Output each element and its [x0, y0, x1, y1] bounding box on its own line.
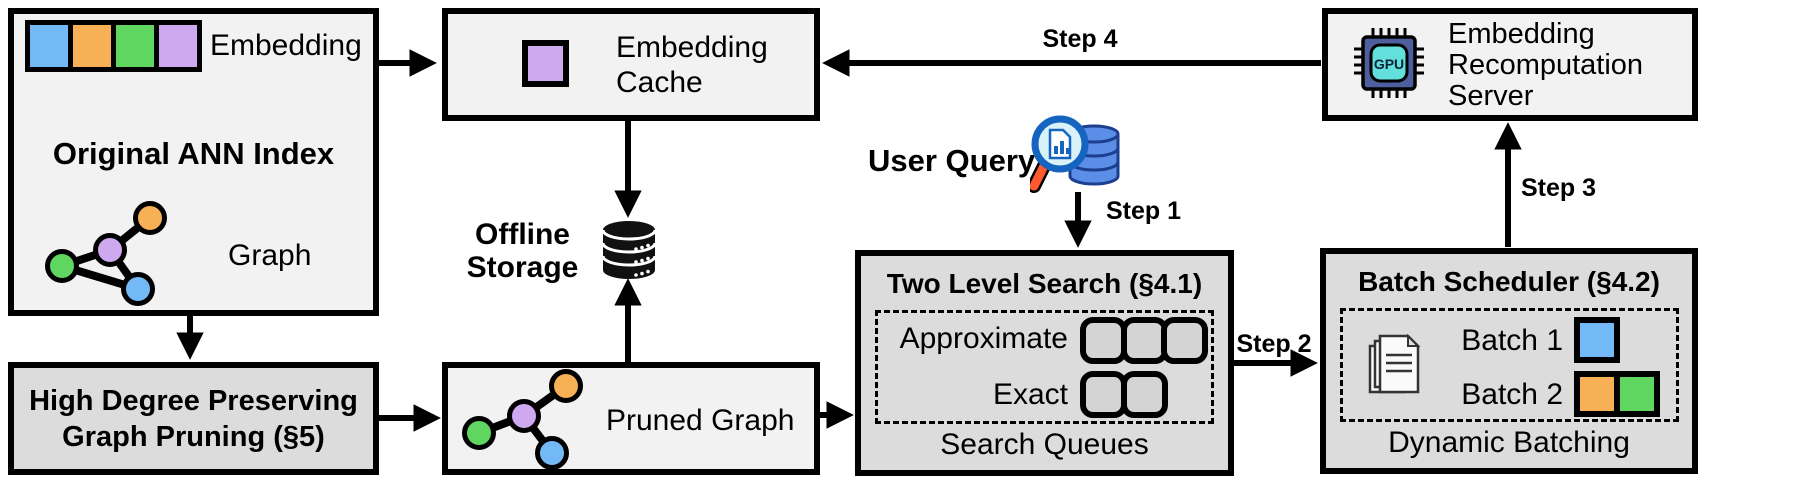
batching-panel: Batch 1 Batch 2 — [1340, 308, 1679, 422]
two-level-search-box: Two Level Search (§4.1) Approximate Exac… — [855, 250, 1234, 476]
step-4-label: Step 4 — [1042, 25, 1118, 53]
step-2-label: Step 2 — [1236, 330, 1312, 358]
embedding-vector-icon — [25, 20, 202, 72]
documents-icon — [1368, 333, 1421, 394]
batch-2-squares — [1574, 371, 1660, 417]
batch-1-label: Batch 1 — [1461, 324, 1563, 357]
batch-scheduler-title: Batch Scheduler (§4.2) — [1358, 266, 1660, 297]
original-ann-index-box: Embedding Original ANN Index Graph — [8, 8, 379, 316]
gpu-chip-icon: GPU — [1354, 28, 1424, 98]
offline-storage-database-icon — [601, 221, 657, 279]
user-query-search-icon — [1030, 115, 1120, 193]
recomputation-server-label: Embedding Recomputation Server — [1448, 18, 1644, 112]
cached-embedding-icon — [522, 40, 569, 87]
exact-queue-slots — [1080, 371, 1168, 418]
recomputation-server-box: GPU Embedding Recomputation Server — [1322, 8, 1698, 121]
embedding-label: Embedding — [210, 29, 362, 62]
search-queues-caption: Search Queues — [940, 428, 1149, 461]
batch-1-squares — [1574, 317, 1620, 363]
approximate-queue-slots — [1080, 317, 1208, 364]
embedding-cache-label: Embedding Cache — [616, 31, 768, 99]
graph-pruning-label: High Degree Preserving Graph Pruning (§5… — [29, 384, 358, 453]
offline-storage-label: Offline Storage — [466, 218, 579, 284]
graph-pruning-box: High Degree Preserving Graph Pruning (§5… — [8, 362, 379, 475]
step-3-label: Step 3 — [1521, 174, 1597, 202]
embedding-cache-box: Embedding Cache — [442, 8, 820, 121]
pruned-graph-box: Pruned Graph — [442, 362, 820, 475]
batch-2-label: Batch 2 — [1461, 378, 1563, 411]
dynamic-batching-caption: Dynamic Batching — [1388, 426, 1630, 459]
ann-graph-icon — [45, 201, 167, 306]
two-level-search-title: Two Level Search (§4.1) — [886, 268, 1203, 299]
pruned-graph-icon — [462, 369, 583, 469]
user-query-label: User Query — [868, 143, 1036, 178]
original-ann-index-title: Original ANN Index — [52, 136, 335, 171]
search-queues-panel: Approximate Exact — [875, 310, 1214, 424]
exact-queue-label: Exact — [992, 378, 1068, 411]
svg-text:GPU: GPU — [1374, 56, 1404, 72]
batch-scheduler-box: Batch Scheduler (§4.2) Batch 1 Batch 2 — [1320, 248, 1698, 474]
step-1-label: Step 1 — [1106, 197, 1182, 225]
approximate-queue-label: Approximate — [899, 322, 1068, 355]
graph-label: Graph — [228, 239, 312, 272]
pruned-graph-label: Pruned Graph — [606, 404, 795, 437]
